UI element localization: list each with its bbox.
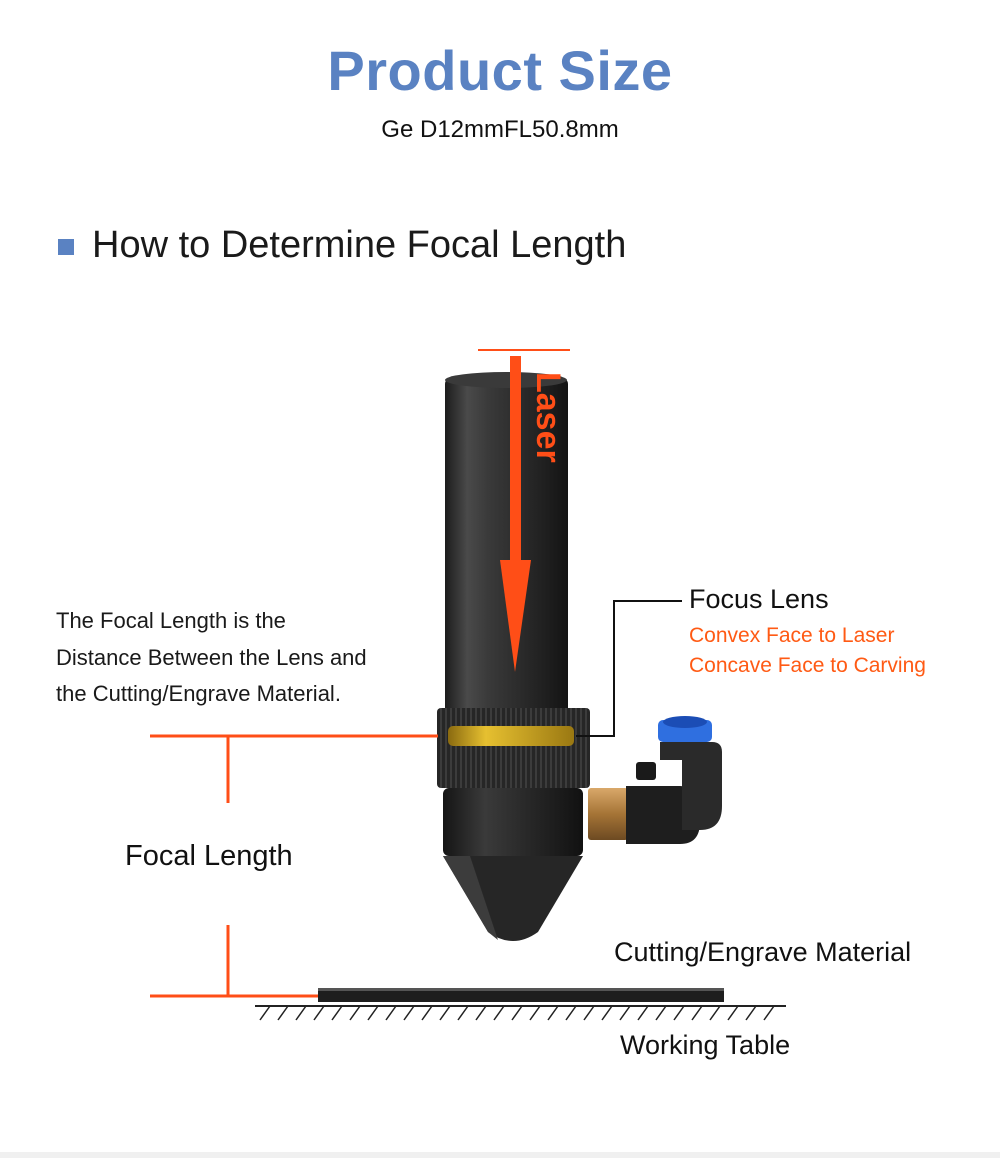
focus-lens-title: Focus Lens (689, 584, 829, 614)
lens-tube-body (445, 378, 568, 714)
page-title: Product Size (327, 39, 673, 102)
description-line-1: The Focal Length is the (56, 608, 286, 633)
laser-beam (510, 356, 521, 566)
brass-fitting (588, 788, 628, 840)
focal-length-label: Focal Length (125, 840, 293, 872)
focus-lens-note-concave: Concave Face to Carving (689, 654, 926, 677)
elbow-connector (626, 786, 700, 844)
material-plate (318, 988, 724, 1002)
nozzle-cone (443, 856, 583, 941)
material-label: Cutting/Engrave Material (614, 937, 912, 967)
working-table-label: Working Table (620, 1030, 791, 1060)
focus-lens-note-convex: Convex Face to Laser (689, 624, 895, 647)
product-spec: Ge D12mmFL50.8mm (381, 116, 619, 143)
working-table-hatch (259, 1005, 775, 1021)
section-heading: How to Determine Focal Length (92, 224, 627, 266)
lens-tube-top (445, 372, 567, 388)
description-line-3: the Cutting/Engrave Material. (56, 681, 341, 706)
section-bullet-icon (58, 239, 74, 255)
bottom-divider (0, 1152, 1000, 1158)
laser-arrow-icon (500, 560, 531, 672)
description-line-2: Distance Between the Lens and (56, 645, 367, 670)
nozzle-body (443, 788, 583, 856)
lens-ring-icon (448, 726, 574, 746)
knurled-ring (437, 708, 590, 788)
laser-label: Laser (529, 372, 567, 463)
focus-lens-leader-line (576, 600, 682, 737)
